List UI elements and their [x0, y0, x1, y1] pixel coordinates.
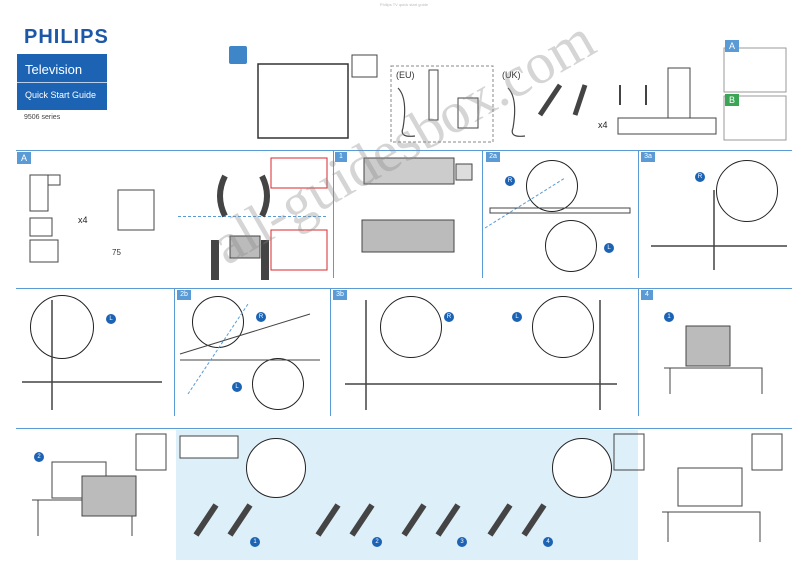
stand-step-4-badge: 4 — [543, 537, 553, 547]
detail-circle-r-2b — [192, 296, 244, 348]
detail-circle-l-2a — [545, 220, 597, 272]
side-r-badge-2a: R — [505, 176, 515, 186]
side-l-badge-row2a: L — [106, 314, 116, 324]
step-2b-badge: 2b — [177, 290, 191, 300]
product-title: Television — [25, 62, 83, 77]
detail-circle-stand-left — [246, 438, 306, 498]
stand-step-1-badge: 1 — [250, 537, 260, 547]
detail-circle-l-3b — [532, 296, 594, 358]
step-3b-badge: 3b — [333, 290, 347, 300]
guide-title: Quick Start Guide — [25, 90, 97, 100]
series-label: 9506 series — [24, 114, 61, 121]
stand-step-2-badge: 2 — [372, 537, 382, 547]
row1-divider-2 — [482, 150, 483, 278]
box-icon — [229, 46, 247, 64]
screw-count-a: x4 — [78, 215, 88, 225]
weight-label: 75 — [112, 248, 121, 257]
row3-top-line — [16, 428, 792, 429]
side-l-badge-3b: L — [512, 312, 522, 322]
uk-label: (UK) — [502, 70, 521, 80]
row1-divider-1 — [333, 150, 334, 278]
row1-divider-3 — [638, 150, 639, 278]
section-a-badge: A — [17, 152, 31, 164]
detail-circle-l-row2 — [30, 295, 94, 359]
side-r-badge-3a: R — [695, 172, 705, 182]
side-l-badge-2b: L — [232, 382, 242, 392]
step-3a-badge: 3a — [641, 152, 655, 162]
side-r-badge-3b: R — [444, 312, 454, 322]
row2-divider-3 — [638, 288, 639, 416]
title-divider — [17, 82, 107, 83]
detail-circle-l-2b — [252, 358, 304, 410]
row2-divider-1 — [174, 288, 175, 416]
option-b-badge: B — [725, 94, 739, 106]
row2-top-line — [16, 288, 792, 289]
top-note: Philips TV quick start guide — [379, 2, 429, 7]
side-r-badge-2b: R — [256, 312, 266, 322]
substep-1-badge: 1 — [664, 312, 674, 322]
detail-circle-stand-right — [552, 438, 612, 498]
detail-circle-3a — [716, 160, 778, 222]
row2-divider-2 — [330, 288, 331, 416]
row1-top-line — [16, 150, 792, 151]
side-l-badge-2a: L — [604, 243, 614, 253]
eu-label: (EU) — [396, 70, 415, 80]
substep-2-badge: 2 — [34, 452, 44, 462]
step-4-badge: 4 — [641, 290, 653, 300]
stand-step-3-badge: 3 — [457, 537, 467, 547]
step-1-badge: 1 — [335, 152, 347, 162]
brand-logo: PHILIPS — [24, 26, 109, 48]
step-2a-badge: 2a — [486, 152, 500, 162]
option-a-badge: A — [725, 40, 739, 52]
row1-dashed-sep — [178, 216, 326, 217]
title-band: Television Quick Start Guide — [17, 54, 107, 110]
detail-circle-r-2a — [526, 160, 578, 212]
detail-circle-r-3b — [380, 296, 442, 358]
screw-count-top: x4 — [598, 120, 608, 130]
